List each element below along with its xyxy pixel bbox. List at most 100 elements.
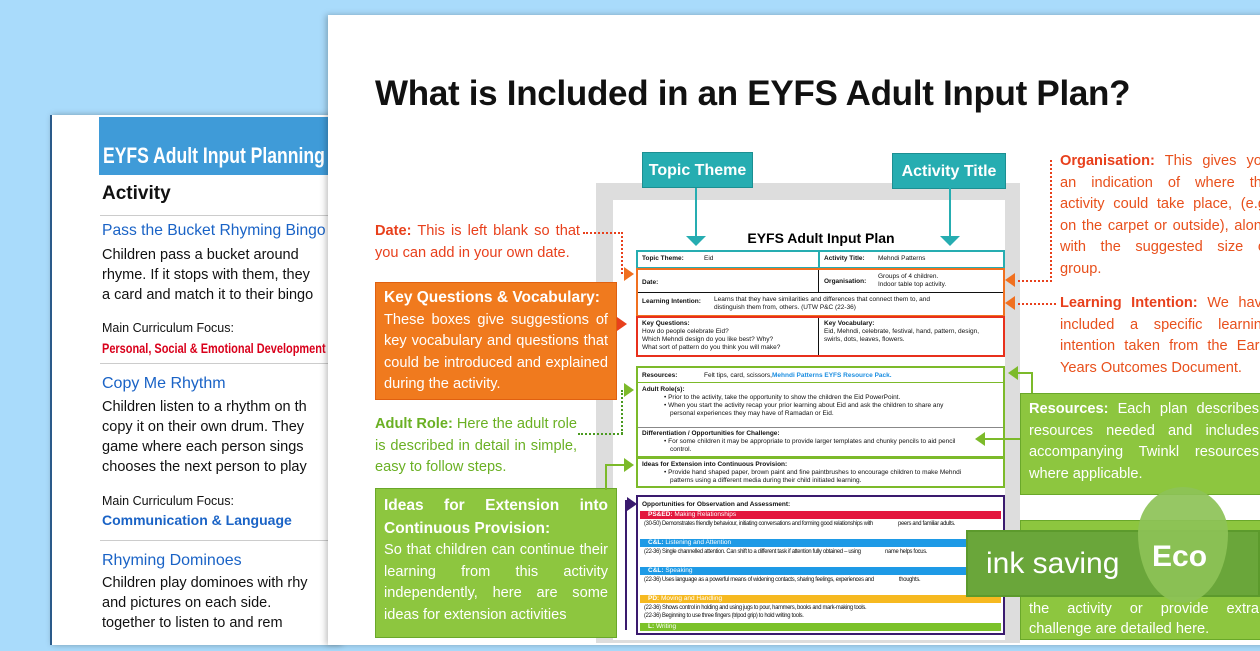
connector-line xyxy=(984,438,1024,440)
line: For some children it may be appropriate … xyxy=(668,438,956,445)
line: Learns that they have similarities and d… xyxy=(714,296,930,303)
ideas-row: Ideas for Extension into Continuous Prov… xyxy=(636,457,1005,488)
divider xyxy=(818,270,819,292)
line: rhyme. If it stops with them, they xyxy=(102,267,310,283)
text: the activity or provide extra challenge … xyxy=(1029,601,1259,637)
connector-dotted xyxy=(621,390,623,434)
topic-row: Topic Theme: Eid Activity Title: Mehndi … xyxy=(636,250,1005,269)
heading: Resources: xyxy=(1029,401,1109,417)
adult-role-annotation: Adult Role: Here the adult role is descr… xyxy=(375,414,577,479)
arrow-right-icon xyxy=(624,267,634,281)
line: a card and match it to their bingo xyxy=(102,287,314,303)
label: Differentiation / Opportunities for Chal… xyxy=(642,430,780,437)
background-document-page: EYFS Adult Input Planning Activity Pass … xyxy=(50,115,340,645)
date-annotation: Date: This is left blank so that you can… xyxy=(375,221,580,264)
connector-line xyxy=(605,464,607,490)
key-questions-annotation: Key Questions & Vocabulary: These boxes g… xyxy=(375,282,617,400)
line: Which Mehndi design do you like best? Wh… xyxy=(642,336,774,343)
value: Eid xyxy=(704,255,714,262)
ink-saving-label: ink saving xyxy=(986,547,1120,580)
line: together to listen to and rem xyxy=(102,615,283,631)
line: chooses the next person to play xyxy=(102,459,307,475)
area: L: xyxy=(648,623,655,630)
divider xyxy=(100,540,330,541)
label: Learning Intention: xyxy=(642,298,701,305)
line: Indoor table top activity. xyxy=(878,281,947,288)
connector-dotted xyxy=(1018,303,1056,305)
divider xyxy=(818,318,819,355)
observation-text xyxy=(638,631,1003,651)
divider xyxy=(100,215,330,216)
label: Opportunities for Observation and Assess… xyxy=(642,501,791,508)
text: Each plan describes resources needed and… xyxy=(1029,401,1259,482)
activity-desc: Children play dominoes with rhy and pict… xyxy=(102,573,308,633)
observation-area-bar: C&L: Speaking xyxy=(640,567,1001,575)
activity-desc: Children listen to a rhythm on th copy i… xyxy=(102,397,307,477)
line: copy it on their own drum. They xyxy=(102,419,305,435)
eco-drop-icon xyxy=(1138,487,1228,603)
line: and pictures on each side. xyxy=(102,595,272,611)
heading: Adult Role: xyxy=(375,416,453,432)
observation-text: (30-50) Demonstrates friendly behaviour,… xyxy=(638,519,1003,539)
text: So that children can continue their lear… xyxy=(384,542,608,623)
activity-desc: Children pass a bucket around rhyme. If … xyxy=(102,245,313,305)
line: peers and familiar adults. xyxy=(898,520,956,527)
ideas: Ideas for Extension into Continuous Prov… xyxy=(642,461,999,485)
ideas-annotation: Ideas for Extension into Continuous Prov… xyxy=(375,488,617,638)
connector-line xyxy=(949,188,951,236)
aspect: Making Relationships xyxy=(674,511,737,518)
line: How do people celebrate Eid? xyxy=(642,328,729,335)
label: Organisation: xyxy=(824,278,867,285)
area: C&L: xyxy=(648,539,664,546)
line: game where each person sings xyxy=(102,439,304,455)
aspect: Moving and Handling xyxy=(661,595,723,602)
left-page-header: EYFS Adult Input Planning xyxy=(103,143,325,168)
resource-pack-link[interactable]: Mehndi Patterns EYFS Resource Pack. xyxy=(772,372,892,379)
observation-row: Opportunities for Observation and Assess… xyxy=(636,495,1005,635)
arrow-right-icon xyxy=(624,383,634,397)
focus-label: Main Curriculum Focus: xyxy=(102,494,234,508)
line: Groups of 4 children. xyxy=(878,273,939,280)
differentiation: Differentiation / Opportunities for Chal… xyxy=(642,430,999,454)
area: C&L: xyxy=(648,567,664,574)
aspect: Listening and Attention xyxy=(665,539,732,546)
arrow-right-icon xyxy=(617,317,627,331)
label: Resources: xyxy=(642,372,678,379)
observation-area-bar: PD: Moving and Handling xyxy=(640,595,1001,603)
connector-dotted xyxy=(583,232,623,234)
line: personal experiences they may have of Ra… xyxy=(670,410,834,417)
observation-area-bar: C&L: Listening and Attention xyxy=(640,539,1001,547)
area: PS&ED: xyxy=(648,511,673,518)
activity-link[interactable]: Rhyming Dominoes xyxy=(102,552,242,569)
line: name helps focus. xyxy=(884,548,927,555)
focus-label: Main Curriculum Focus: xyxy=(102,321,234,335)
activity-link[interactable]: Pass the Bucket Rhyming Bingo xyxy=(102,222,326,239)
line: (30-50) Demonstrates friendly behaviour,… xyxy=(644,520,873,527)
value: Learns that they have similarities and d… xyxy=(714,296,930,312)
text: This gives you an indication of where th… xyxy=(1060,153,1260,277)
date-org-li-rows: Date: Organisation: Groups of 4 children… xyxy=(636,268,1005,317)
heading: Key Questions & Vocabulary: xyxy=(384,289,600,306)
observation-text: (22-36) Single channelled attention. Can… xyxy=(638,547,1003,567)
resources-row: Resources: Felt tips, card, scissors, Me… xyxy=(636,366,1005,384)
arrow-right-icon xyxy=(624,458,634,472)
line: Children pass a bucket around xyxy=(102,247,299,263)
section-heading: Activity xyxy=(102,183,171,204)
connector-line xyxy=(1031,372,1033,394)
organisation-annotation: Organisation: This gives you an indicati… xyxy=(1060,151,1260,280)
divider xyxy=(638,427,1003,428)
line: (22-36) Uses language as a powerful mean… xyxy=(644,576,874,583)
arrow-down-icon xyxy=(686,236,706,246)
text: This is left blank so that you can add i… xyxy=(375,223,580,261)
connector-dotted xyxy=(578,433,623,435)
line: Children play dominoes with rhy xyxy=(102,575,308,591)
text: These boxes give suggestions of key voca… xyxy=(384,311,608,393)
line: patterns using a different media during … xyxy=(670,477,862,484)
activity-link[interactable]: Copy Me Rhythm xyxy=(102,375,226,392)
value: Felt tips, card, scissors, xyxy=(704,372,772,379)
learning-intention-annotation: Learning Intention: We have included a s… xyxy=(1060,293,1260,379)
arrow-left-icon xyxy=(1005,273,1015,287)
label: Activity Title: xyxy=(824,255,865,262)
line: control. xyxy=(670,446,692,453)
topic-theme-tag: Topic Theme xyxy=(642,152,753,188)
